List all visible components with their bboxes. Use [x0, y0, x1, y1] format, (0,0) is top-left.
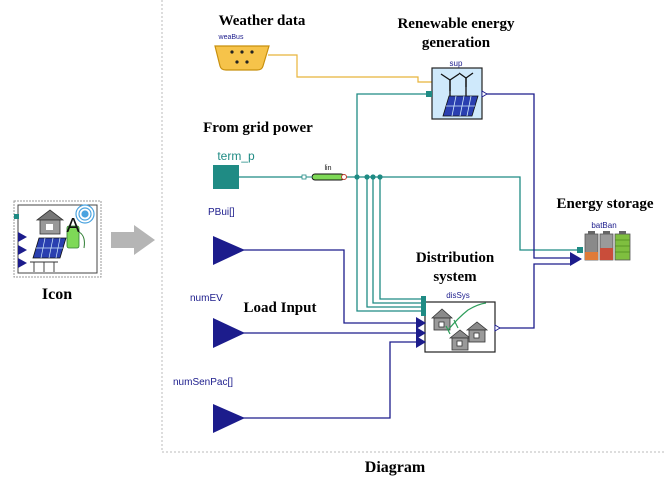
icon-power-port[interactable]	[14, 214, 19, 219]
numsenpac-wire[interactable]	[243, 341, 416, 419]
weather-bus-connector[interactable]	[214, 45, 270, 71]
letter-glyph: A	[66, 215, 80, 237]
dissys-label: disSys	[446, 291, 470, 300]
grid-power-label: From grid power	[203, 120, 313, 136]
pbui-label: PBui[]	[208, 207, 235, 218]
icon-input-port-1[interactable]	[18, 232, 27, 242]
dissys-power-ports[interactable]	[421, 296, 426, 316]
solar-panel-icon	[32, 237, 67, 259]
ev-charger-icon	[66, 225, 85, 249]
term-p-label: term_p	[217, 149, 255, 163]
signal-icon	[75, 204, 95, 224]
pbui-wire[interactable]	[243, 249, 416, 324]
diagram-label: Diagram	[365, 459, 426, 476]
batban-power-port[interactable]	[577, 247, 583, 253]
numev-input[interactable]	[213, 318, 245, 348]
icon-input-port-3[interactable]	[18, 258, 27, 268]
weather-data-label: Weather data	[219, 13, 306, 29]
renewable-label-line2: generation	[422, 35, 491, 51]
sup-output-port[interactable]	[481, 90, 488, 98]
diagram-border	[161, 0, 665, 453]
icon-label: Icon	[42, 286, 72, 303]
lin-line-block[interactable]	[301, 173, 347, 181]
sup-label: sup	[450, 59, 463, 68]
junction-dots	[354, 174, 383, 180]
icon-input-port-2[interactable]	[18, 245, 27, 255]
power-line-icon	[30, 261, 58, 272]
dist-power-wire-2[interactable]	[366, 177, 424, 308]
batban-label: batBan	[591, 221, 616, 230]
dissys-input-ports[interactable]	[416, 317, 426, 348]
sup-power-port[interactable]	[426, 91, 432, 97]
distribution-label-line1: Distribution	[416, 250, 495, 266]
load-input-label: Load Input	[244, 300, 317, 316]
model-icon[interactable]: A	[13, 200, 102, 278]
batban-input-port[interactable]	[570, 252, 582, 266]
dissys-output-port[interactable]	[494, 324, 501, 332]
power-line-icon	[445, 302, 487, 335]
distribution-label-line2: system	[433, 269, 477, 285]
weather-bus-wire[interactable]	[268, 54, 446, 83]
numsenpac-label: numSenPac[]	[173, 377, 233, 388]
dist-to-storage-wire[interactable]	[497, 263, 570, 329]
solar-panel-icon	[442, 95, 479, 117]
distribution-system-block[interactable]	[416, 296, 501, 353]
battery-icon	[584, 231, 631, 261]
arrow-right-icon	[111, 225, 155, 255]
battery-bank-block[interactable]	[570, 231, 631, 266]
dist-power-wire-4[interactable]	[379, 177, 424, 300]
term-p-connector[interactable]	[213, 165, 239, 189]
house-icon	[35, 209, 65, 235]
numev-label: numEV	[190, 293, 223, 304]
house-icon	[430, 308, 489, 351]
pbui-input[interactable]	[213, 236, 245, 265]
supply-to-storage-wire[interactable]	[486, 93, 570, 259]
numsenpac-input[interactable]	[213, 404, 245, 433]
dist-power-wire-3[interactable]	[372, 177, 424, 304]
wind-turbine-icon	[440, 72, 474, 106]
lin-label: lin	[324, 165, 331, 172]
supply-power-wire[interactable]	[356, 93, 428, 177]
weabus-label: weaBus	[218, 34, 244, 41]
renewable-supply-block[interactable]	[426, 67, 488, 120]
storage-power-wire[interactable]	[378, 176, 578, 251]
renewable-label-line1: Renewable energy	[397, 16, 515, 32]
energy-storage-label: Energy storage	[556, 196, 653, 212]
dist-power-wire-1[interactable]	[356, 177, 424, 312]
